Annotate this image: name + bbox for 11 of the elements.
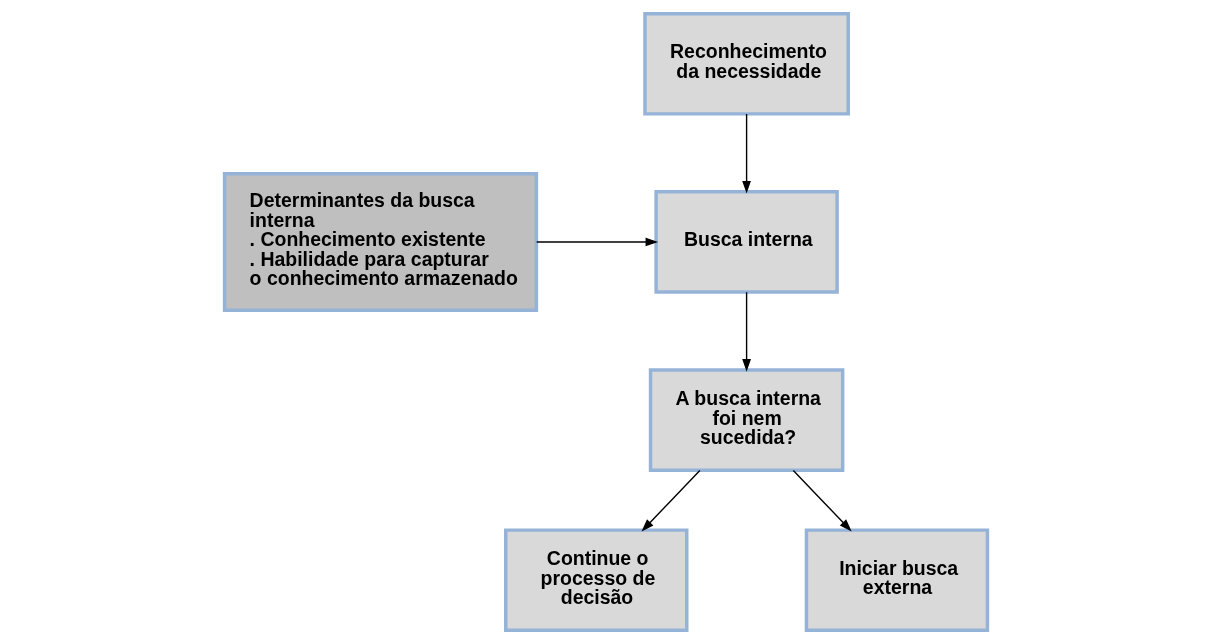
node-box: Reconhecimento da necessidade — [642, 11, 850, 116]
arrow — [535, 237, 658, 247]
node-box: A busca interna foi nem sucedida? — [648, 368, 844, 472]
arrow — [741, 113, 751, 194]
arrow — [741, 291, 751, 372]
node-box: Busca interna — [653, 190, 839, 294]
node-box: Continue o processo de decisão — [503, 528, 688, 633]
arrow — [641, 469, 701, 532]
arrow — [792, 469, 852, 532]
node-box: Iniciar busca externa — [804, 528, 989, 633]
node-box: Determinantes da busca interna . Conhecimento existente . Habilidade para capturar o conhecimento armazenado — [222, 172, 538, 312]
